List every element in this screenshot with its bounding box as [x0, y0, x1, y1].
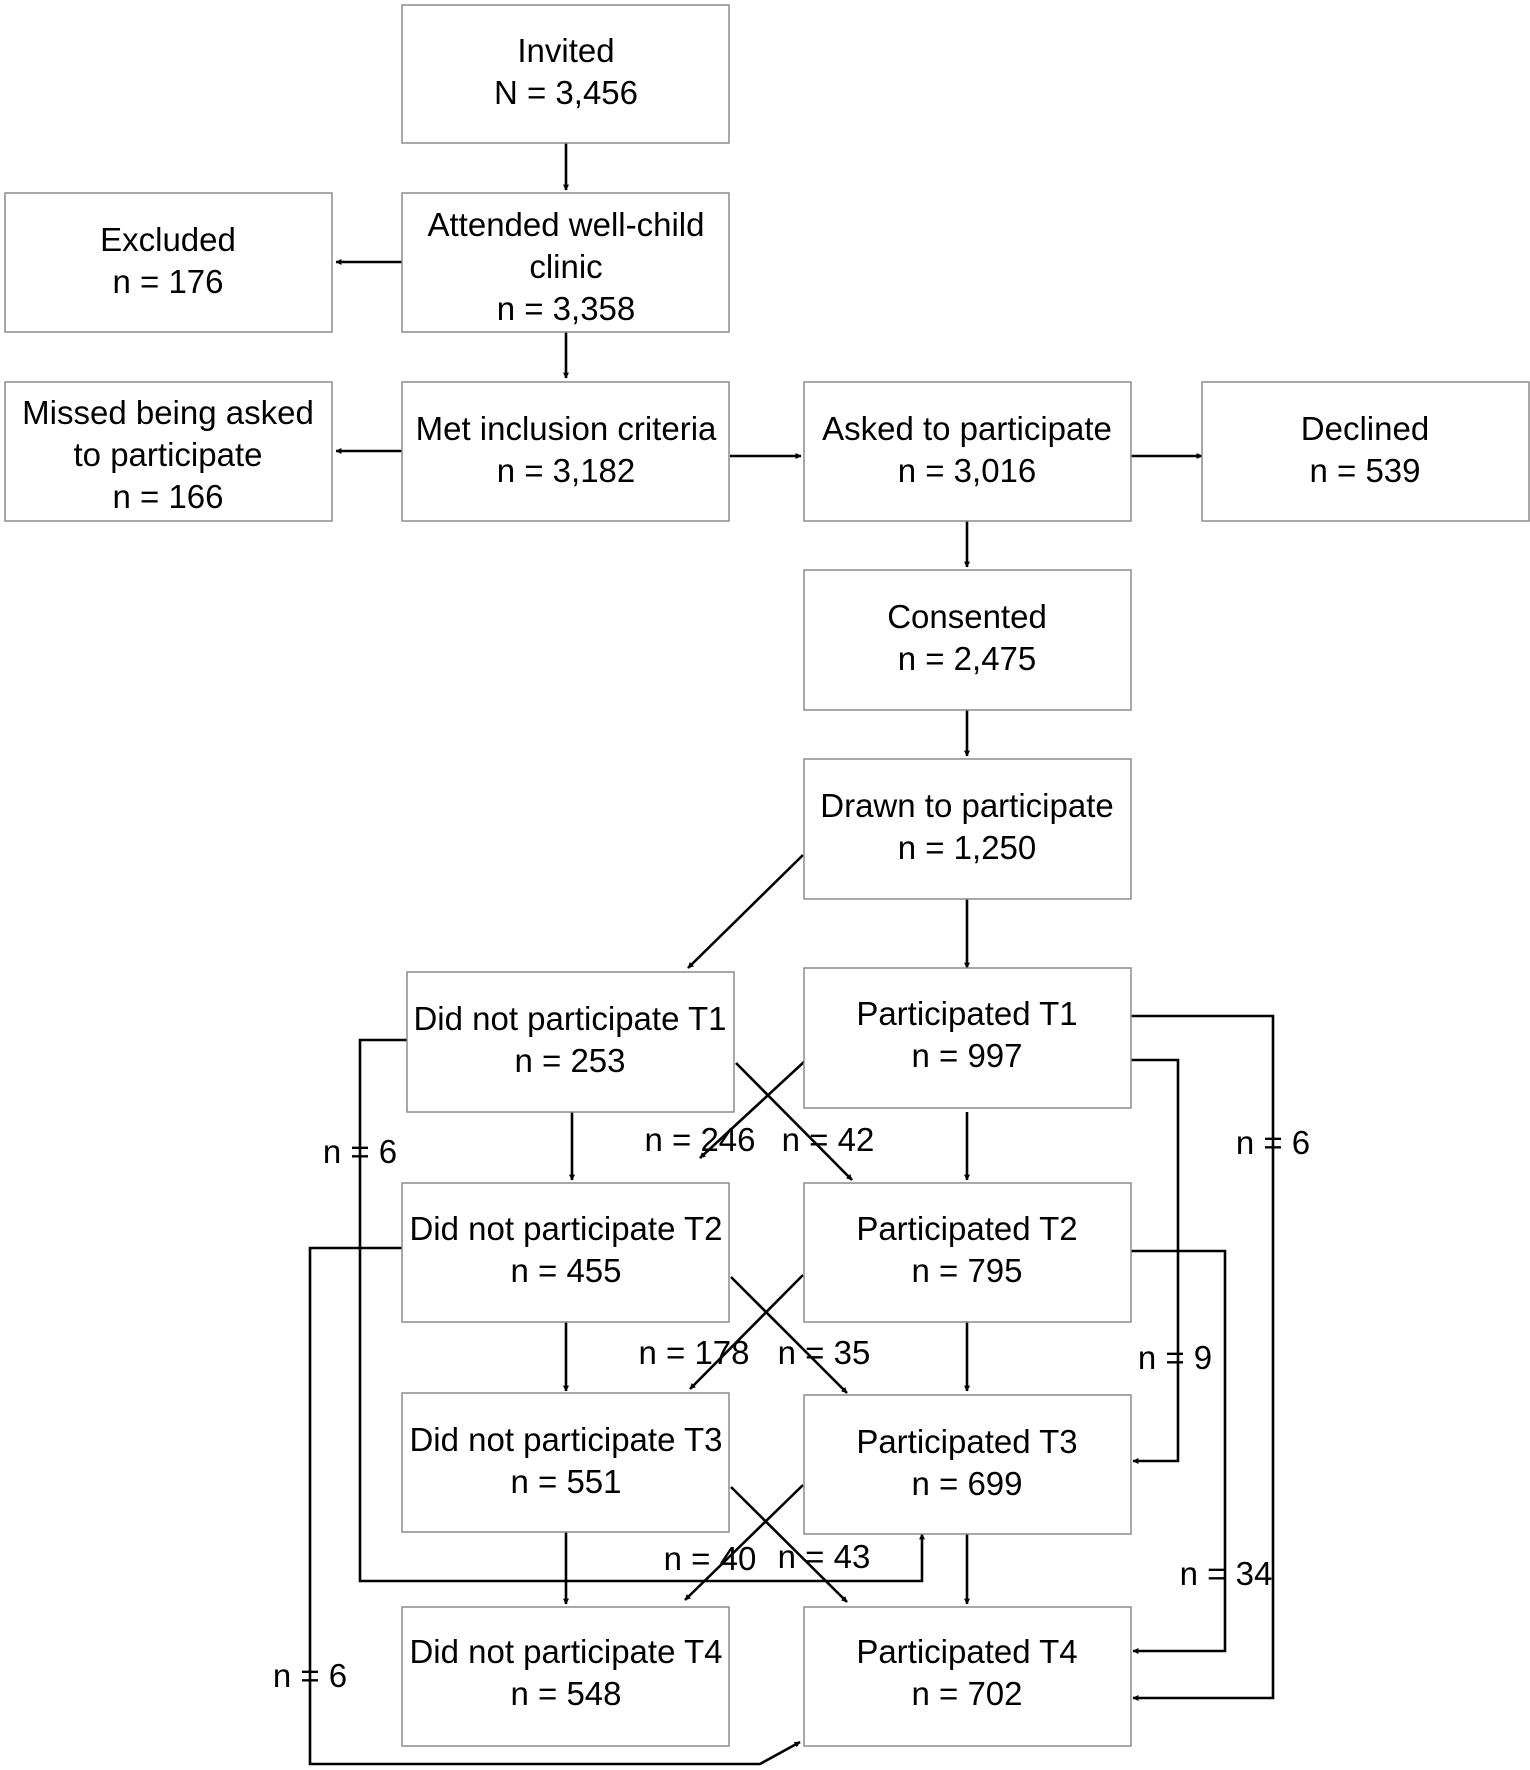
box-attended: Attended well-child clinic n = 3,358 — [401, 192, 730, 333]
box-dnp-t3-title: Did not participate T3 — [409, 1421, 722, 1458]
box-met-inclusion: Met inclusion criteria n = 3,182 — [401, 381, 730, 522]
box-attended-title-line1: Attended well-child — [428, 206, 705, 243]
arrow-dnp-t3-p-t4 — [730, 1486, 848, 1603]
box-missed-title-line1: Missed being asked — [22, 394, 314, 431]
box-dnp-t3-count: n = 551 — [510, 1463, 621, 1500]
box-p-t4-count: n = 702 — [911, 1675, 1022, 1712]
box-dnp-t4-title: Did not participate T4 — [409, 1633, 722, 1670]
arrow-dnp-t2-p-t4 — [308, 1246, 801, 1766]
box-dnp-t2-title: Did not participate T2 — [409, 1210, 722, 1247]
label-dnp-t3-to-p-t4: n = 43 — [778, 1538, 871, 1575]
box-missed: Missed being asked to participate n = 16… — [4, 381, 333, 522]
box-declined-count: n = 539 — [1309, 452, 1420, 489]
box-excluded-title: Excluded — [100, 221, 236, 258]
box-drawn: Drawn to participate n = 1,250 — [803, 758, 1132, 900]
box-met-count: n = 3,182 — [497, 452, 636, 489]
connectors — [308, 143, 1275, 1766]
box-p-t2-title: Participated T2 — [856, 1210, 1077, 1247]
box-met-title: Met inclusion criteria — [416, 410, 717, 447]
arrow-p-t2-p-t4 — [1131, 1249, 1227, 1654]
box-asked: Asked to participate n = 3,016 — [803, 381, 1132, 522]
label-dnp-t2-to-p-t3: n = 35 — [778, 1334, 871, 1371]
box-dnp-t3: Did not participate T3 n = 551 — [401, 1392, 730, 1533]
box-attended-title-line2: clinic — [529, 248, 602, 285]
box-consented-title: Consented — [887, 598, 1047, 635]
label-p-t2-to-p-t4: n = 34 — [1180, 1555, 1273, 1592]
arrow-drawn-dnp-t1 — [687, 854, 804, 969]
box-dnp-t1-count: n = 253 — [514, 1042, 625, 1079]
box-declined-title: Declined — [1301, 410, 1429, 447]
arrow-p-t2-dnp-t3 — [689, 1274, 804, 1390]
label-p-t2-to-dnp-t3: n = 178 — [638, 1334, 749, 1371]
label-dnp-t1-to-p-t3: n = 6 — [323, 1133, 397, 1170]
box-p-t1-title: Participated T1 — [856, 995, 1077, 1032]
box-consented: Consented n = 2,475 — [803, 569, 1132, 711]
box-dnp-t4: Did not participate T4 n = 548 — [401, 1606, 730, 1747]
box-excluded: Excluded n = 176 — [4, 192, 333, 333]
box-dnp-t1-title: Did not participate T1 — [413, 1000, 726, 1037]
box-missed-count: n = 166 — [112, 478, 223, 515]
box-drawn-count: n = 1,250 — [898, 829, 1037, 866]
box-p-t4: Participated T4 n = 702 — [803, 1606, 1132, 1747]
box-missed-title-line2: to participate — [74, 436, 263, 473]
arrow-p-t1-p-t3 — [1131, 1058, 1180, 1464]
box-p-t3-count: n = 699 — [911, 1465, 1022, 1502]
box-excluded-count: n = 176 — [112, 263, 223, 300]
label-p-t1-to-p-t3: n = 9 — [1138, 1339, 1212, 1376]
box-dnp-t4-count: n = 548 — [510, 1675, 621, 1712]
box-p-t1: Participated T1 n = 997 — [803, 967, 1132, 1109]
arrow-p-t1-dnp-t2 — [699, 1060, 806, 1159]
label-dnp-t2-to-p-t4: n = 6 — [273, 1657, 347, 1694]
flow-labels: n = 246 n = 42 n = 6 n = 6 n = 178 n = 3… — [273, 1121, 1310, 1694]
label-dnp-t1-to-p-t2: n = 42 — [782, 1121, 875, 1158]
arrow-p-t1-p-t4 — [1131, 1014, 1275, 1701]
box-declined: Declined n = 539 — [1201, 381, 1530, 522]
label-p-t1-to-dnp-t2: n = 246 — [644, 1121, 755, 1158]
box-p-t2-count: n = 795 — [911, 1252, 1022, 1289]
box-dnp-t2-count: n = 455 — [510, 1252, 621, 1289]
label-p-t1-to-p-t4: n = 6 — [1236, 1124, 1310, 1161]
arrow-dnp-t1-p-t3 — [358, 1038, 925, 1583]
box-invited-title: Invited — [517, 32, 614, 69]
label-p-t3-to-dnp-t4: n = 40 — [664, 1540, 757, 1577]
box-invited: Invited N = 3,456 — [401, 4, 730, 144]
box-invited-count: N = 3,456 — [494, 74, 638, 111]
box-p-t4-title: Participated T4 — [856, 1633, 1077, 1670]
box-p-t1-count: n = 997 — [911, 1037, 1022, 1074]
arrow-dnp-t2-p-t3 — [730, 1276, 848, 1394]
box-dnp-t2: Did not participate T2 n = 455 — [401, 1182, 730, 1323]
box-asked-title: Asked to participate — [822, 410, 1112, 447]
box-p-t3-title: Participated T3 — [856, 1423, 1077, 1460]
box-p-t3: Participated T3 n = 699 — [803, 1394, 1132, 1535]
box-p-t2: Participated T2 n = 795 — [803, 1182, 1132, 1323]
arrow-dnp-t1-p-t2 — [735, 1062, 853, 1181]
box-consented-count: n = 2,475 — [898, 640, 1037, 677]
box-dnp-t1: Did not participate T1 n = 253 — [406, 971, 735, 1113]
box-asked-count: n = 3,016 — [898, 452, 1037, 489]
box-attended-count: n = 3,358 — [497, 290, 636, 327]
box-drawn-title: Drawn to participate — [820, 787, 1113, 824]
